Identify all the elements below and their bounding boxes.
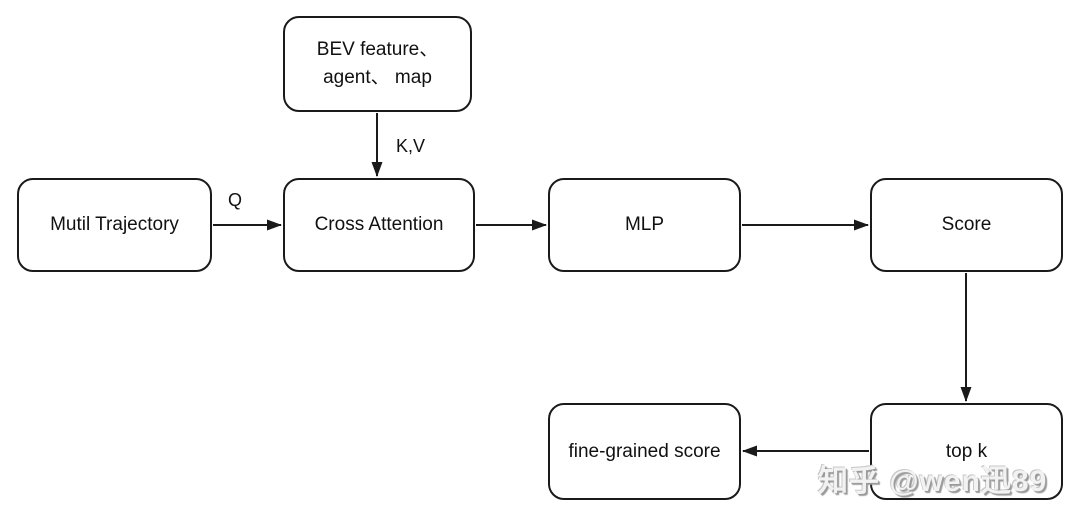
edge-label-q: Q <box>228 190 243 210</box>
node-label: Cross Attention <box>314 214 444 236</box>
node-cross-attention: Cross Attention <box>283 178 475 272</box>
node-label: Score <box>941 214 992 236</box>
node-score: Score <box>870 178 1063 272</box>
zhihu-watermark: 知乎 @wen迅89 <box>818 465 1048 498</box>
node-label: top k <box>945 440 988 462</box>
node-mutil-trajectory: Mutil Trajectory <box>17 178 212 272</box>
node-label: BEV feature、 agent、 map <box>316 39 439 88</box>
node-top-k: top k <box>870 403 1063 500</box>
node-fine-grained-score: fine-grained score <box>548 403 741 500</box>
node-label: Mutil Trajectory <box>50 214 179 236</box>
node-bev-feature-agent-map: BEV feature、 agent、 map <box>283 16 472 112</box>
edge-label-kv: K,V <box>396 136 426 156</box>
node-label: fine-grained score <box>568 440 721 462</box>
node-mlp: MLP <box>548 178 741 272</box>
node-label: MLP <box>624 214 665 236</box>
